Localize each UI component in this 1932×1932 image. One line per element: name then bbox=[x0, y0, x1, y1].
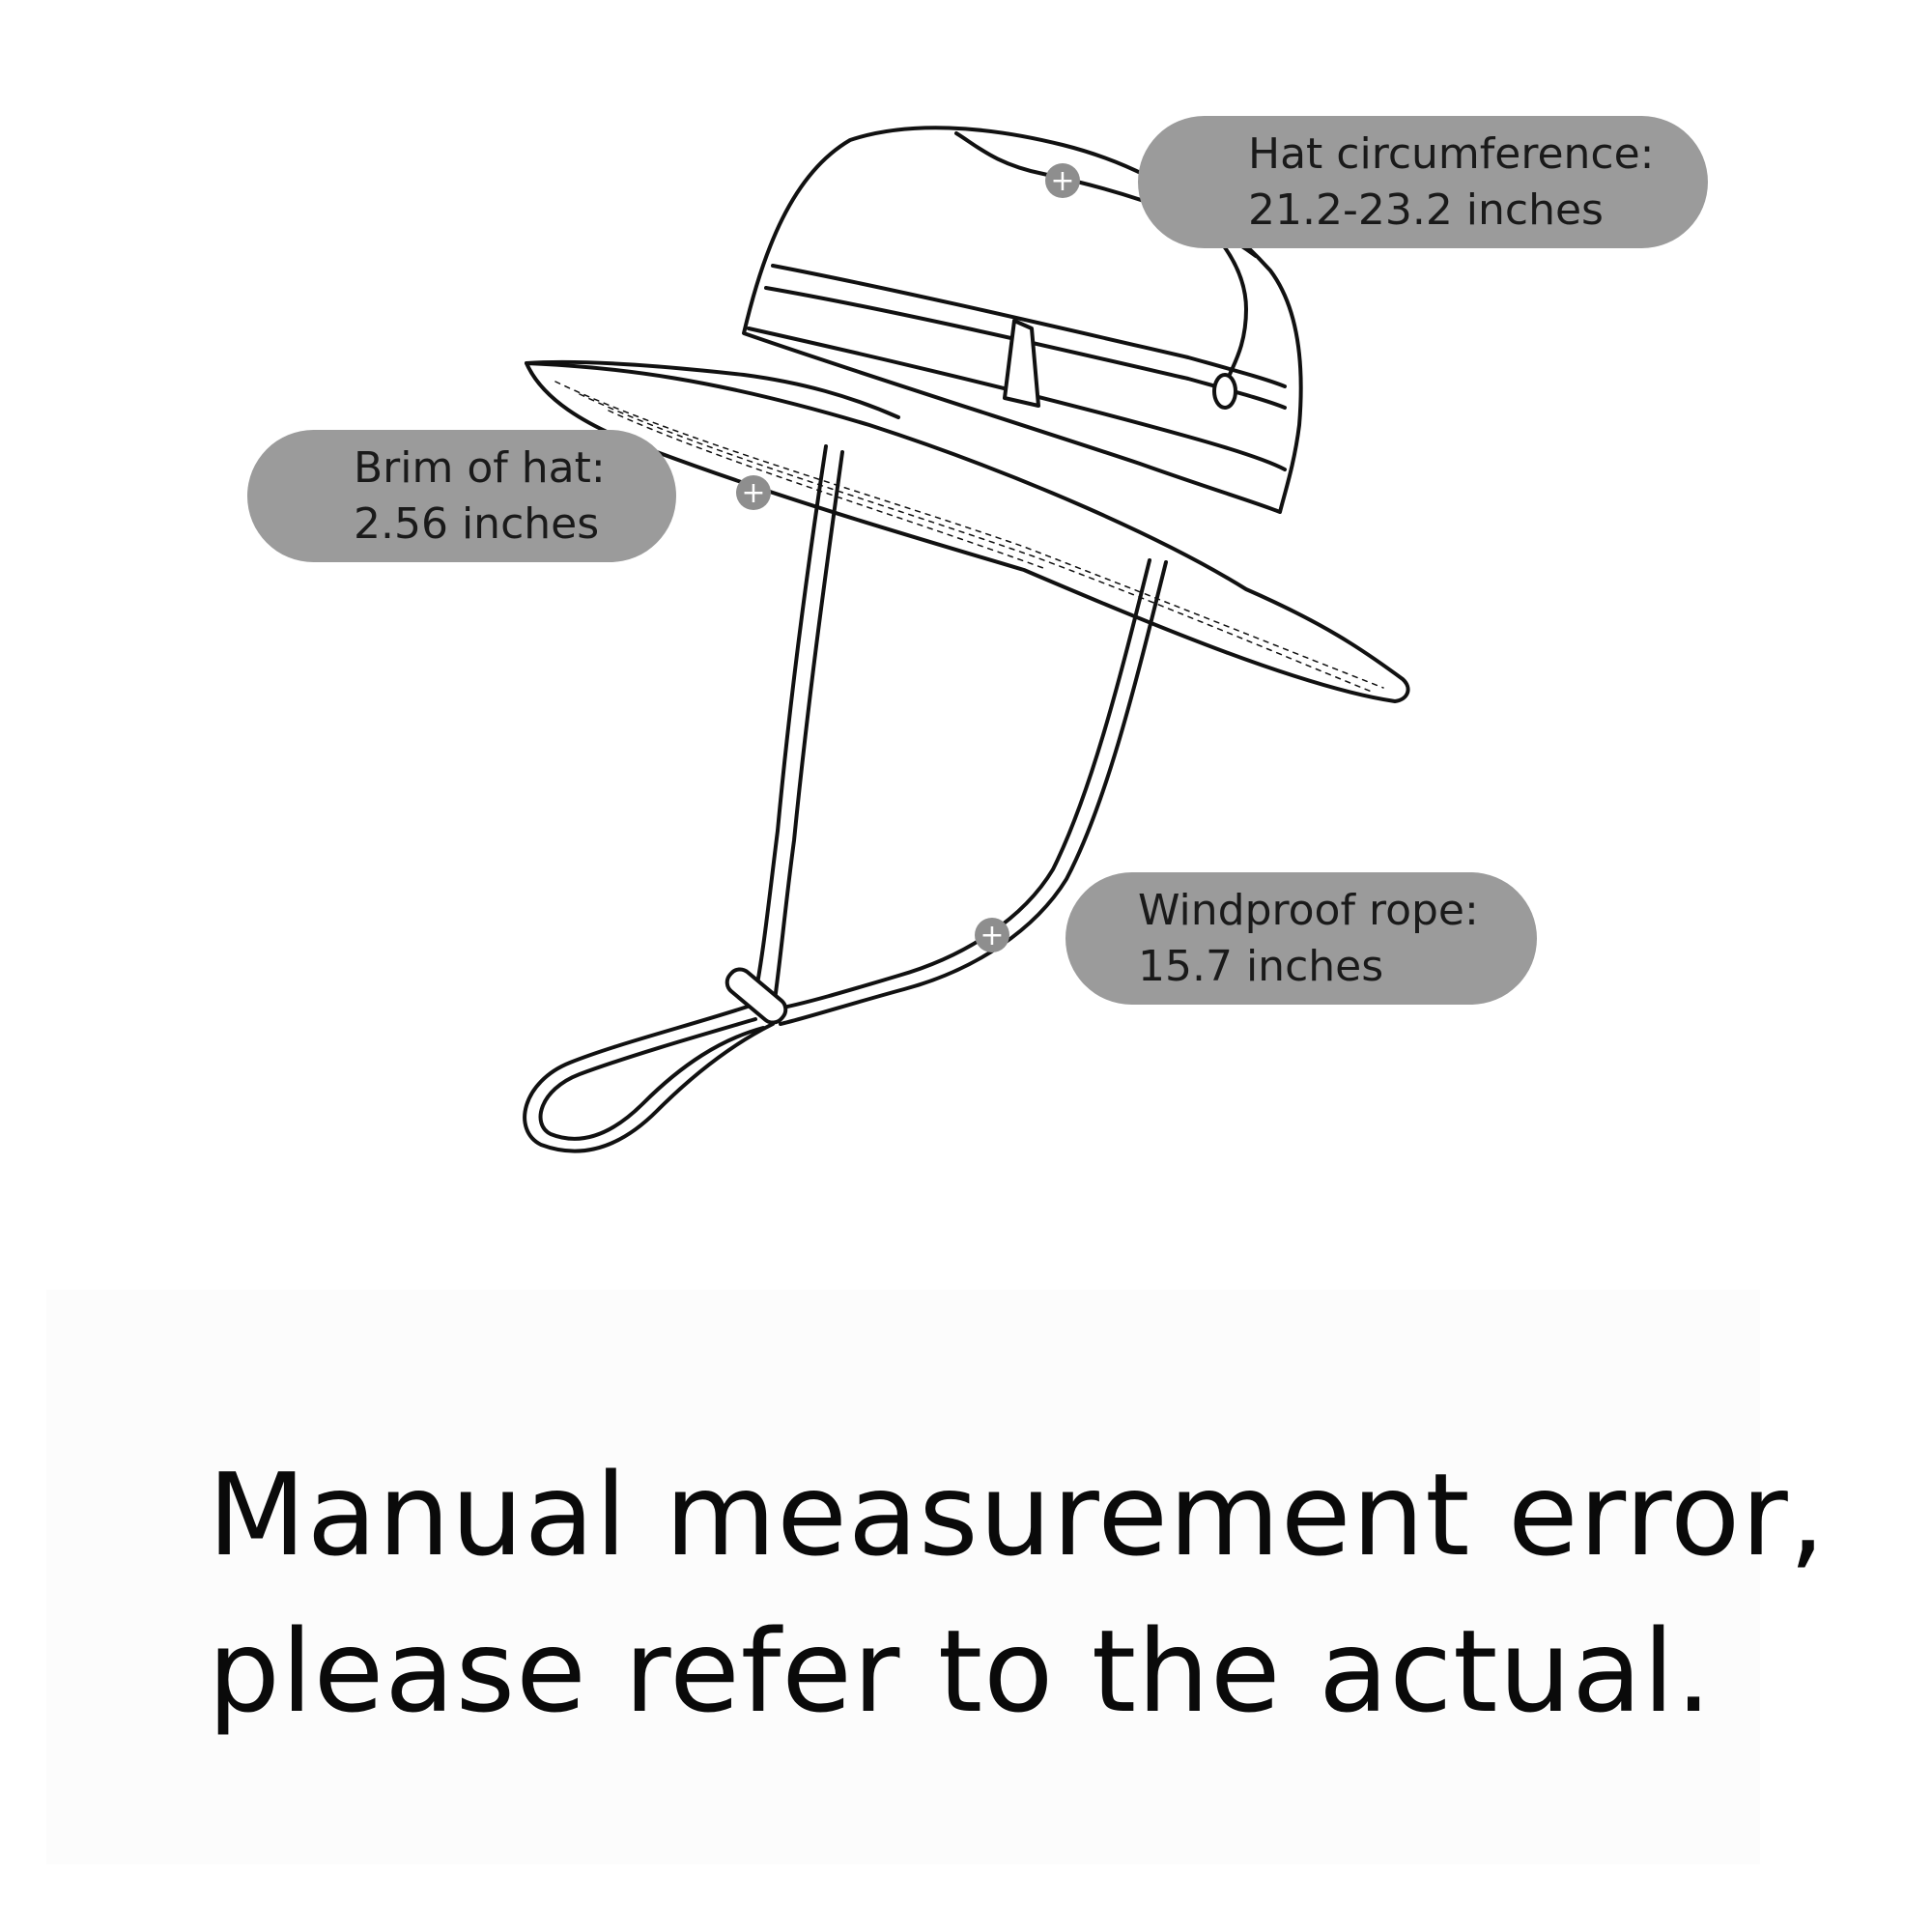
hat-band-top bbox=[771, 264, 1287, 388]
chin-loop-inner bbox=[538, 1017, 765, 1141]
brim-rim bbox=[525, 359, 900, 419]
circumference-value: 21.2-23.2 inches bbox=[1248, 185, 1604, 235]
circumference-callout: Hat circumference: 21.2-23.2 inches bbox=[1138, 116, 1708, 248]
note-panel bbox=[46, 1290, 1760, 1864]
chin-strap-left bbox=[752, 444, 828, 1007]
note-line-1: Manual measurement error, bbox=[208, 1448, 1827, 1581]
chin-loop bbox=[523, 1003, 775, 1153]
circumference-marker bbox=[1045, 163, 1080, 198]
rope-label: Windproof rope: bbox=[1138, 885, 1479, 935]
hat-band-bottom bbox=[747, 327, 1287, 471]
chin-strap-left-b bbox=[771, 450, 844, 1016]
brim-stitch-3 bbox=[608, 410, 1044, 569]
brim-callout: Brim of hat: 2.56 inches bbox=[247, 430, 676, 562]
markers: + + + bbox=[736, 163, 1080, 952]
plus-glyph: + bbox=[1050, 164, 1074, 198]
cord-toggle bbox=[1212, 373, 1237, 410]
measurement-note: Manual measurement error, please refer t… bbox=[208, 1436, 1826, 1749]
hat-band-mid bbox=[764, 286, 1287, 410]
rope-marker bbox=[975, 918, 1009, 952]
rope-value: 15.7 inches bbox=[1138, 941, 1384, 991]
band-loop bbox=[1003, 319, 1040, 408]
brim-stitch-2 bbox=[579, 393, 1373, 693]
brim-marker bbox=[736, 475, 771, 510]
cord-stopper bbox=[724, 967, 788, 1025]
chin-strap-right bbox=[771, 558, 1151, 1011]
brim-value: 2.56 inches bbox=[354, 498, 600, 549]
circumference-label: Hat circumference: bbox=[1248, 128, 1655, 179]
note-line-2: please refer to the actual. bbox=[208, 1605, 1713, 1738]
plus-glyph: + bbox=[741, 476, 765, 510]
rope-callout: Windproof rope: 15.7 inches bbox=[1065, 872, 1537, 1005]
plus-glyph: + bbox=[980, 919, 1004, 952]
brim-label: Brim of hat: bbox=[354, 442, 606, 493]
chin-strap-right-b bbox=[779, 560, 1168, 1026]
